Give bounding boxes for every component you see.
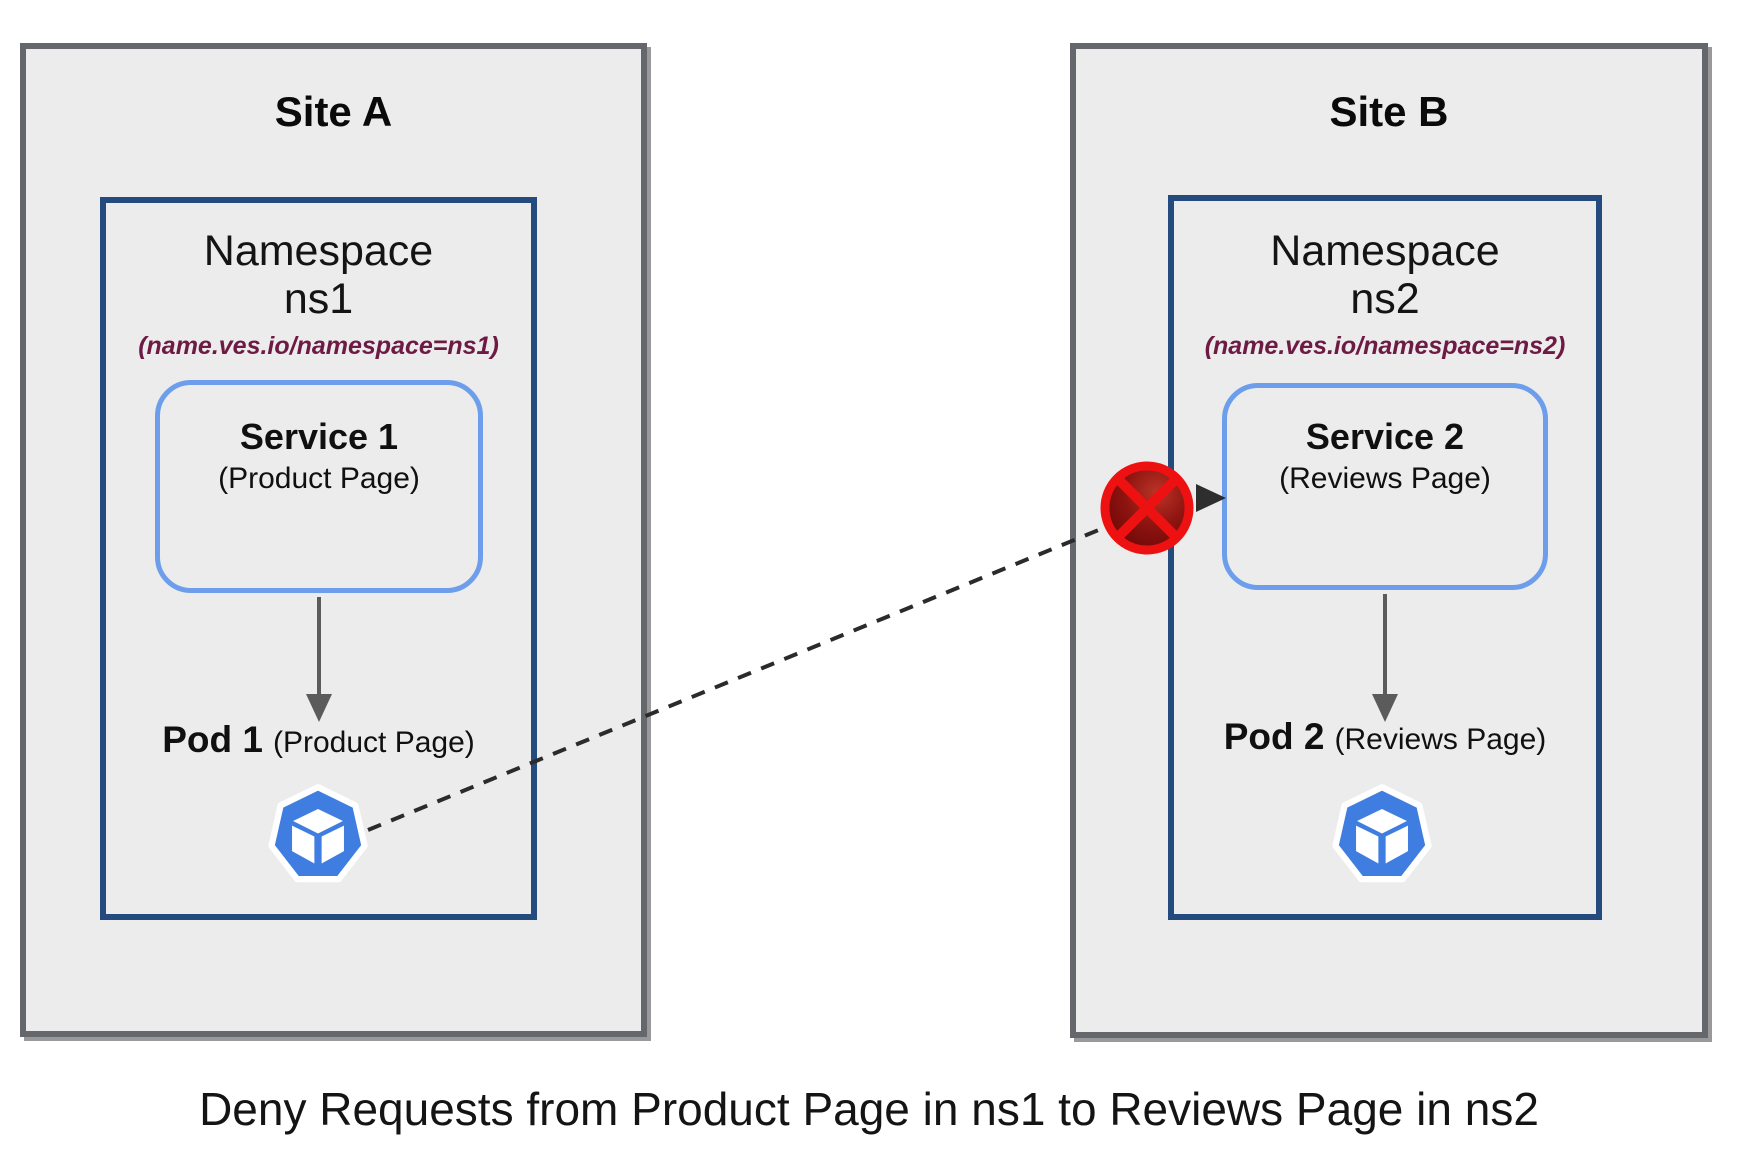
service-2-name: Service 2 bbox=[1305, 416, 1465, 457]
site-a-title: Site A bbox=[274, 88, 393, 135]
namespace-ns1-title-line2: ns1 bbox=[283, 275, 354, 323]
service-1-name: Service 1 bbox=[239, 416, 399, 457]
pod-2-subtitle: (Reviews Page) bbox=[1334, 723, 1547, 756]
namespace-ns2-title-line1: Namespace bbox=[1270, 227, 1500, 275]
kubernetes-pod-icon bbox=[268, 784, 368, 883]
pod-1-subtitle: (Product Page) bbox=[272, 726, 475, 759]
kubernetes-pod-icon bbox=[1332, 784, 1432, 883]
namespace-ns1-title-line1: Namespace bbox=[203, 227, 434, 275]
namespace-ns1-title: Namespace ns1 bbox=[100, 227, 537, 323]
pod-2-name: Pod 2 bbox=[1223, 716, 1325, 757]
namespace-ns2-title: Namespace ns2 bbox=[1168, 227, 1602, 323]
namespace-ns2-selector: (name.ves.io/namespace=ns2) bbox=[1204, 332, 1566, 360]
pod-2-label: Pod 2 (Reviews Page) bbox=[1168, 716, 1602, 758]
pod-1-name: Pod 1 bbox=[162, 719, 263, 760]
namespace-ns1-selector: (name.ves.io/namespace=ns1) bbox=[138, 332, 499, 360]
service-2-subtitle: (Reviews Page) bbox=[1279, 462, 1491, 495]
diagram-caption: Deny Requests from Product Page in ns1 t… bbox=[199, 1083, 1539, 1135]
site-b-title: Site B bbox=[1329, 88, 1449, 135]
namespace-ns2-title-line2: ns2 bbox=[1350, 275, 1420, 323]
service-1-box bbox=[155, 380, 483, 593]
service-1-subtitle: (Product Page) bbox=[218, 462, 420, 495]
pod-1-label: Pod 1 (Product Page) bbox=[100, 719, 537, 761]
